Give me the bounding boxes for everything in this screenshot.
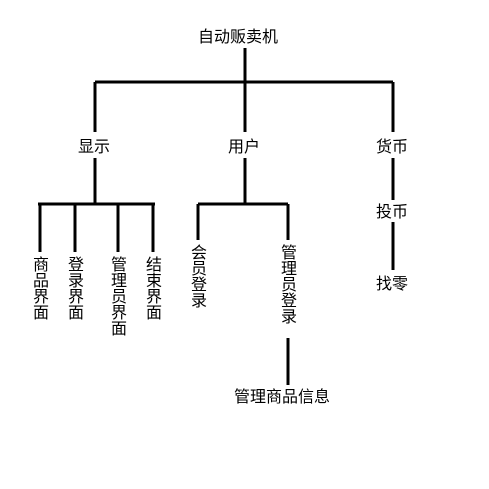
node-insert-coin: 投币 [376, 202, 409, 221]
node-manage-products: 管理商品信息 [234, 387, 331, 406]
node-give-change: 找零 [376, 274, 409, 293]
node-product-screen: 商品界面 [30, 256, 49, 320]
node-admin-screen: 管理员界面 [108, 256, 127, 336]
node-member-login: 会员登录 [188, 244, 207, 308]
node-user: 用户 [228, 137, 261, 156]
node-admin-login: 管理员登录 [278, 244, 297, 324]
root-node: 自动贩卖机 [198, 27, 279, 46]
node-display: 显示 [78, 137, 111, 156]
node-currency: 货币 [376, 137, 409, 156]
node-end-screen: 结束界面 [143, 256, 162, 320]
node-login-screen: 登录界面 [65, 256, 84, 320]
